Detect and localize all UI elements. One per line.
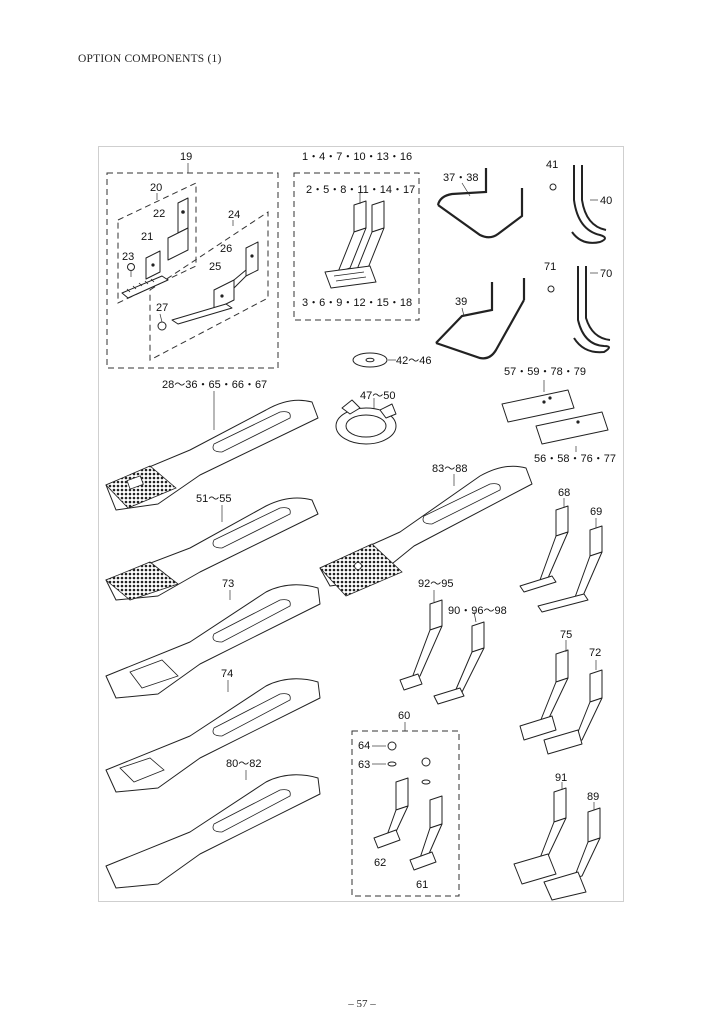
label-64: 64 (358, 740, 370, 752)
label-61: 61 (416, 879, 428, 891)
part-26 (245, 241, 259, 277)
part-74 (105, 678, 321, 793)
label-71: 71 (544, 261, 556, 273)
feet-72-75 (519, 640, 603, 755)
part-37-38 (436, 168, 488, 206)
part-89 (587, 807, 601, 843)
part-91 (553, 787, 567, 823)
label-1-16: 1・4・7・10・13・16 (302, 151, 412, 163)
label-40: 40 (600, 195, 612, 207)
label-83-88: 83〜88 (432, 463, 467, 475)
label-57-79: 57・59・78・79 (504, 366, 586, 378)
part-62 (395, 777, 409, 811)
label-80-82: 80〜82 (226, 758, 261, 770)
part-71 (547, 285, 555, 293)
wire-guides (435, 168, 526, 360)
part-90-96-98 (471, 621, 485, 653)
label-47-50: 47〜50 (360, 390, 395, 402)
label-39: 39 (455, 296, 467, 308)
part-40 (571, 165, 606, 244)
label-72: 72 (589, 647, 601, 659)
plates-56-79 (501, 380, 609, 452)
label-75: 75 (560, 629, 572, 641)
group-19-box (106, 172, 279, 369)
part-21-foot (121, 275, 169, 299)
label-63: 63 (358, 759, 370, 771)
label-68: 68 (558, 487, 570, 499)
part-22 (177, 197, 189, 234)
diagram-frame (98, 146, 624, 902)
part-23-screw (127, 263, 135, 271)
label-60: 60 (398, 710, 410, 722)
part-73 (105, 584, 321, 699)
group-24-box (149, 211, 269, 361)
page-title: OPTION COMPONENTS (1) (78, 53, 222, 65)
feet-68-69 (519, 498, 603, 613)
label-90-98: 90・96〜98 (448, 605, 507, 617)
label-62: 62 (374, 857, 386, 869)
label-2-17: 2・5・8・11・14・17 (306, 184, 415, 196)
label-37-38: 37・38 (443, 172, 478, 184)
part-75 (555, 649, 569, 683)
feet-90-98 (399, 590, 485, 705)
part-25 (213, 279, 235, 311)
label-91: 91 (555, 772, 567, 784)
parts-42-50 (335, 352, 397, 445)
part-64 (387, 741, 397, 751)
label-21: 21 (141, 231, 153, 243)
label-89: 89 (587, 791, 599, 803)
label-20: 20 (150, 182, 162, 194)
label-19: 19 (180, 151, 192, 163)
label-3-18: 3・6・9・12・15・18 (302, 297, 412, 309)
part-56-58 (535, 411, 609, 445)
part-27-screw (157, 321, 167, 331)
label-27: 27 (156, 302, 168, 314)
label-69: 69 (590, 506, 602, 518)
label-70: 70 (600, 268, 612, 280)
group-20-box (117, 182, 197, 304)
label-56-77: 56・58・76・77 (534, 453, 616, 465)
label-28-67: 28〜36・65・66・67 (162, 379, 267, 391)
label-26: 26 (220, 243, 232, 255)
label-22: 22 (153, 208, 165, 220)
feet-89-91 (513, 782, 601, 901)
part-69 (589, 525, 603, 557)
parts-diagram: 19 20 22 21 23 24 26 25 27 1・4・7・10・13・1… (105, 151, 616, 901)
group-19 (106, 163, 279, 369)
part-68 (555, 505, 569, 537)
part-foot-upper (353, 200, 367, 233)
label-74: 74 (221, 668, 233, 680)
part-92-95 (429, 599, 443, 631)
label-41: 41 (546, 159, 558, 171)
wire-parts-40-70 (547, 165, 611, 354)
part-labels: 19 20 22 21 23 24 26 25 27 1・4・7・10・13・1… (122, 151, 616, 891)
group-1-18 (293, 172, 420, 321)
part-foot-sole (324, 265, 377, 289)
part-39 (435, 299, 525, 360)
label-92-95: 92〜95 (418, 578, 453, 590)
part-63 (387, 761, 397, 767)
part-70 (573, 266, 610, 354)
label-73: 73 (222, 578, 234, 590)
part-72 (589, 669, 603, 703)
label-24: 24 (228, 209, 240, 221)
page-number: – 57 – (348, 998, 376, 1010)
part-80-82 (105, 774, 321, 889)
group-60-box (351, 730, 460, 897)
part-61 (429, 795, 443, 829)
group-60 (351, 722, 460, 897)
part-57-59 (501, 389, 575, 423)
label-51-55: 51〜55 (196, 493, 231, 505)
label-25: 25 (209, 261, 221, 273)
long-plates (105, 391, 533, 889)
label-23: 23 (122, 251, 134, 263)
part-41 (549, 183, 557, 191)
group-1-18-box (293, 172, 420, 321)
label-42-46: 42〜46 (396, 355, 431, 367)
